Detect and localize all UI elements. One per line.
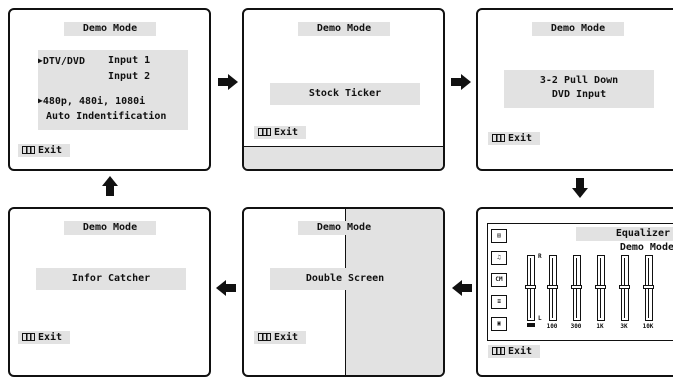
band-slider-300[interactable] bbox=[571, 255, 582, 321]
panel-equalizer: ▤ ♫ CM ≡ ▣ Equalizer Demo Mode R L 100 3… bbox=[476, 207, 673, 377]
feature-box: 3-2 Pull Down DVD Input bbox=[504, 70, 654, 108]
tv-icon: ▣ bbox=[491, 317, 507, 331]
second-screen-area bbox=[345, 209, 443, 375]
surround-icon: ≡ bbox=[491, 295, 507, 309]
arrow-down-icon bbox=[572, 178, 588, 198]
band-slider-100[interactable] bbox=[547, 255, 558, 321]
arrow-right-icon bbox=[451, 74, 471, 90]
scale-top-label: R bbox=[538, 253, 542, 260]
input-1-label: Input 1 bbox=[108, 55, 151, 66]
exit-button[interactable]: Exit bbox=[254, 126, 307, 139]
exit-icon bbox=[22, 333, 35, 341]
band-label: 100 bbox=[546, 323, 558, 330]
equalizer-subtitle: Demo Mode bbox=[619, 242, 673, 253]
input-info-box: ▶DTV/DVD Input 1 Input 2 ▶480p, 480i, 10… bbox=[38, 50, 188, 130]
exit-button[interactable]: Exit bbox=[488, 345, 541, 358]
band-label: 10K bbox=[642, 323, 654, 330]
slider-knob[interactable] bbox=[547, 285, 558, 289]
ticker-strip bbox=[244, 146, 443, 169]
exit-label: Exit bbox=[274, 332, 299, 343]
pointer-icon: ▶ bbox=[38, 96, 43, 105]
exit-label: Exit bbox=[38, 332, 63, 343]
feature-box: Infor Catcher bbox=[36, 268, 186, 290]
panel-title: Demo Mode bbox=[298, 22, 390, 36]
exit-icon bbox=[492, 134, 505, 142]
feature-box: Stock Ticker bbox=[270, 83, 420, 105]
panel-infor-catcher: Demo Mode Infor Catcher Exit bbox=[8, 207, 211, 377]
source-line: ▶DTV/DVD bbox=[38, 54, 85, 69]
band-slider-10k[interactable] bbox=[643, 255, 654, 321]
exit-icon bbox=[258, 128, 271, 136]
band-label: 300 bbox=[570, 323, 582, 330]
exit-button[interactable]: Exit bbox=[18, 144, 71, 157]
slider-knob[interactable] bbox=[619, 285, 630, 289]
eq-sliders bbox=[525, 255, 673, 321]
exit-label: Exit bbox=[508, 133, 533, 144]
music-icon: ♫ bbox=[491, 251, 507, 265]
arrow-up-icon bbox=[102, 176, 118, 196]
auto-id-label: Auto Indentification bbox=[46, 111, 167, 122]
exit-label: Exit bbox=[38, 145, 63, 156]
resolution-line: ▶480p, 480i, 1080i bbox=[38, 94, 145, 109]
slider-knob[interactable] bbox=[595, 285, 606, 289]
balance-icon: ▤ bbox=[491, 229, 507, 243]
equalizer-frame bbox=[487, 223, 673, 341]
band-slider-3k[interactable] bbox=[619, 255, 630, 321]
slider-knob[interactable] bbox=[643, 285, 654, 289]
exit-label: Exit bbox=[274, 127, 299, 138]
source-label: DTV/DVD bbox=[42, 56, 85, 67]
exit-label: Exit bbox=[508, 346, 533, 357]
panel-pulldown: Demo Mode 3-2 Pull Down DVD Input Exit bbox=[476, 8, 673, 171]
arrow-left-icon bbox=[452, 280, 472, 296]
exit-button[interactable]: Exit bbox=[18, 331, 71, 344]
band-slider-1k[interactable] bbox=[595, 255, 606, 321]
panel-title: Demo Mode bbox=[64, 22, 156, 36]
slider-knob[interactable] bbox=[525, 285, 536, 289]
exit-button[interactable]: Exit bbox=[254, 331, 307, 344]
scale-bottom-label: L bbox=[538, 315, 542, 322]
panel-input-demo: Demo Mode ▶DTV/DVD Input 1 Input 2 ▶480p… bbox=[8, 8, 211, 171]
panel-title: Demo Mode bbox=[298, 221, 390, 235]
panel-double-screen: Demo Mode Double Screen Exit bbox=[242, 207, 445, 377]
equalizer-title: Equalizer bbox=[576, 227, 673, 241]
feature-line-1: 3-2 Pull Down bbox=[539, 75, 619, 86]
arrow-right-icon bbox=[218, 74, 238, 90]
exit-icon bbox=[492, 347, 505, 355]
input-2-label: Input 2 bbox=[108, 71, 151, 82]
feature-line-2: DVD Input bbox=[551, 89, 607, 100]
cm-icon: CM bbox=[491, 273, 507, 287]
band-label: 3K bbox=[620, 323, 628, 330]
pointer-icon: ▶ bbox=[38, 56, 43, 65]
panel-stock-ticker: Demo Mode Stock Ticker Exit bbox=[242, 8, 445, 171]
exit-button[interactable]: Exit bbox=[488, 132, 541, 145]
panel-title: Demo Mode bbox=[64, 221, 156, 235]
band-label: 1K bbox=[596, 323, 604, 330]
feature-box: Double Screen bbox=[270, 268, 420, 290]
exit-icon bbox=[22, 146, 35, 154]
panel-title: Demo Mode bbox=[532, 22, 624, 36]
balance-slider[interactable] bbox=[525, 255, 536, 321]
slider-knob[interactable] bbox=[571, 285, 582, 289]
balance-label-icon bbox=[527, 323, 535, 327]
arrow-left-icon bbox=[216, 280, 236, 296]
exit-icon bbox=[258, 333, 271, 341]
resolution-label: 480p, 480i, 1080i bbox=[42, 96, 146, 107]
